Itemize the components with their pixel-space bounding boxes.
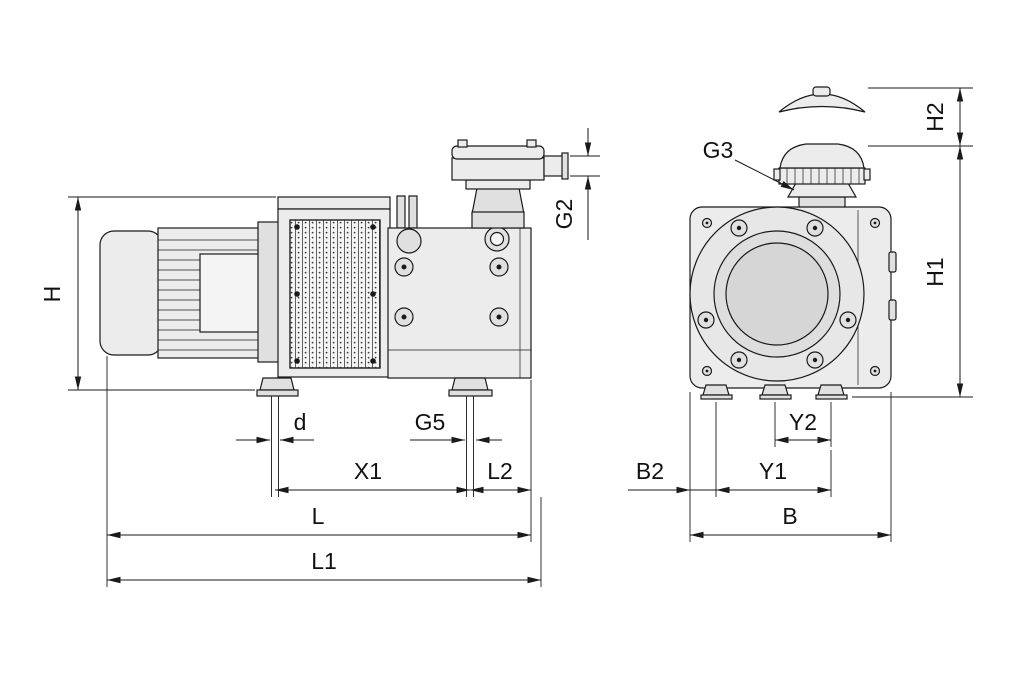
dim-label-L: L (312, 503, 325, 529)
dim-label-G5: G5 (415, 409, 446, 435)
housing-corner-screws (701, 217, 881, 377)
motor (99, 221, 283, 363)
pump-body (277, 195, 532, 379)
exhaust-pipe-flange (561, 152, 569, 180)
foot-studs (271, 396, 474, 497)
exhaust-filter-front (773, 143, 871, 210)
dim-label-G3: G3 (703, 137, 734, 163)
exhaust-pipe (543, 155, 565, 177)
cover-bolts (394, 257, 509, 327)
end-cover-bolts (697, 219, 857, 369)
dim-label-B2: B2 (636, 458, 664, 484)
panel-screws (294, 224, 376, 364)
side-view: H G2 d G5 X1 L2 L (39, 128, 600, 587)
lifting-lug (396, 195, 406, 229)
oil-fill-port (396, 228, 422, 254)
pump-housing-front (689, 206, 897, 389)
dim-label-Y1: Y1 (759, 458, 787, 484)
dim-label-H1: H1 (922, 257, 948, 286)
dim-label-H2: H2 (922, 102, 948, 131)
mounting-feet-front (700, 384, 848, 400)
filter-cap-disc (778, 86, 866, 113)
silencer-lid (451, 145, 545, 160)
dim-label-Y2: Y2 (789, 409, 817, 435)
lifting-lug (408, 195, 418, 229)
mounting-feet-side (256, 377, 493, 497)
dim-label-H: H (39, 286, 65, 303)
dim-label-X1: X1 (354, 458, 382, 484)
dim-label-G2: G2 (551, 199, 577, 230)
motor-terminal-box (199, 253, 263, 333)
dim-label-L2: L2 (487, 458, 513, 484)
ventilation-panel (289, 219, 381, 369)
dim-label-B: B (782, 503, 797, 529)
dimensions-side-view: H G2 d G5 X1 L2 L (39, 128, 600, 587)
front-view: G3 H2 H1 Y2 Y1 B2 (628, 86, 973, 542)
exhaust-silencer-side (451, 139, 569, 229)
dimensions-front-view: G3 H2 H1 Y2 Y1 B2 (628, 87, 973, 542)
dim-label-d: d (294, 409, 307, 435)
dim-label-L1: L1 (311, 548, 337, 574)
